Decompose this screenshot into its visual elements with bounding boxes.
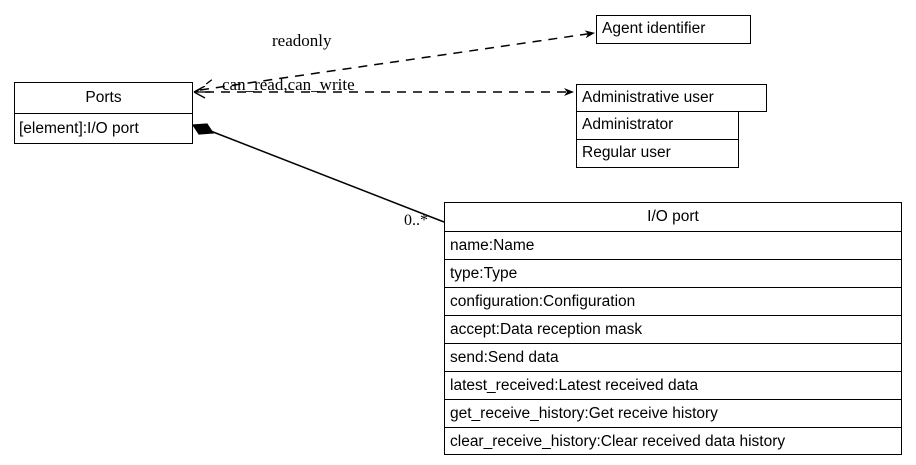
class-box-agent-identifier[interactable]: Agent identifier [596,15,751,44]
class-attribute-administrator: Administrator [576,112,739,140]
class-name-io-port: I/O port [647,208,699,225]
class-name-administrative-user: Administrative user [576,84,767,112]
class-attribute-clear-receive-history: clear_receive_history:Clear received dat… [445,427,901,455]
class-name-agent-identifier: Agent identifier [602,20,706,37]
class-attribute-latest-received: latest_received:Latest received data [445,371,901,399]
class-attribute-configuration: configuration:Configuration [445,287,901,315]
class-attribute-name: name:Name [445,231,901,259]
class-attribute-ports-element: [element]:I/O port [15,113,192,143]
edge-composition [191,123,445,223]
class-name-ports: Ports [85,89,122,106]
class-attribute-accept: accept:Data reception mask [445,315,901,343]
edge-label-readonly: readonly [272,31,332,50]
class-attribute-type: type:Type [445,259,901,287]
edge-label-can-read-can-write: can_read,can_write [222,75,355,94]
class-attribute-get-receive-history: get_receive_history:Get receive history [445,399,901,427]
class-box-ports[interactable]: Ports [element]:I/O port [14,82,193,144]
edge-label-multiplicity: 0..* [404,212,428,229]
class-box-io-port[interactable]: I/O port name:Name type:Type configurati… [444,202,902,455]
class-attribute-regular-user: Regular user [576,140,739,168]
class-attribute-send: send:Send data [445,343,901,371]
class-box-administrative-user[interactable]: Administrative user Administrator Regula… [576,84,767,168]
